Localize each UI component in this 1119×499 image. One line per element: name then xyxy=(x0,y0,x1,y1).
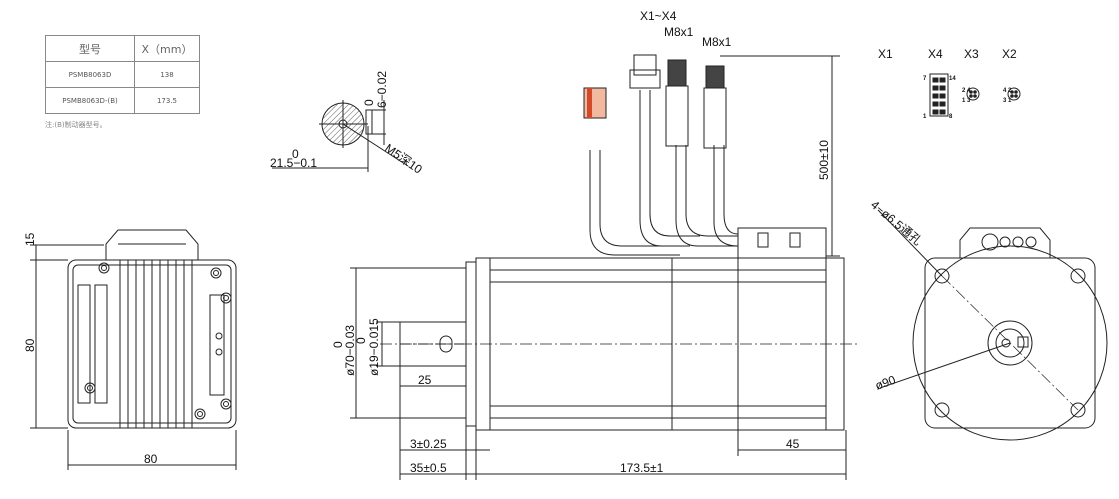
end-view xyxy=(30,229,237,470)
shaft-tol-upper: 0 xyxy=(362,99,376,106)
front-pcd-label: ø90 xyxy=(873,372,898,392)
x4-label: X4 xyxy=(928,47,943,61)
spec-table: 型号 X（mm） PSMB8063D 138 PSMB8063D-(B) 173… xyxy=(45,35,200,114)
x1-label: X1 xyxy=(878,47,893,61)
end-height-80: 80 xyxy=(23,338,37,352)
dia70-lower: ø70−0.03 xyxy=(343,325,357,376)
row-x: 173.5 xyxy=(134,87,200,114)
x2-pins-top: 4 2 xyxy=(1003,88,1012,94)
cable-length: 500±10 xyxy=(817,140,831,180)
dia19-lower: ø19−0.015 xyxy=(367,318,381,376)
x3-pins-top: 2 4 xyxy=(962,88,971,94)
spec-table-header: 型号 X（mm） xyxy=(45,35,200,62)
end-width-80: 80 xyxy=(144,452,158,466)
connector-range-label: X1~X4 xyxy=(640,9,677,23)
front-holes-label: 4−ø6.5通孔 xyxy=(868,198,924,248)
header-model: 型号 xyxy=(45,35,135,62)
flange-3: 3±0.25 xyxy=(410,437,447,451)
x4-connector-icon xyxy=(929,73,949,117)
thread-label: M5深10 xyxy=(382,141,425,177)
x3-connector-icon xyxy=(966,87,980,101)
spec-table-row: PSMB8063D-(B) 173.5 xyxy=(45,87,200,114)
front-view xyxy=(877,209,1108,441)
x2-connector-icon xyxy=(1007,87,1021,101)
spec-note: 注:(B)制动器型号。 xyxy=(45,121,107,129)
total-length: 173.5±1 xyxy=(620,461,664,475)
x3-label: X3 xyxy=(964,47,979,61)
side-view xyxy=(350,54,860,480)
pin-1: 1 xyxy=(923,114,927,120)
header-x-mm: X（mm） xyxy=(134,35,200,62)
dia70-upper: 0 xyxy=(331,341,345,348)
x3-pins-bottom: 1 3 xyxy=(962,98,971,104)
x2-pins-bottom: 3 1 xyxy=(1003,98,1012,104)
cable1-label: M8x1 xyxy=(664,25,694,39)
pin-14: 14 xyxy=(949,76,956,82)
cable2-label: M8x1 xyxy=(702,35,732,49)
dia19-upper: 0 xyxy=(354,337,368,344)
shaft-tol-lower: 6−0.02 xyxy=(375,71,389,108)
x2-label: X2 xyxy=(1002,47,1017,61)
pin-7: 7 xyxy=(923,76,927,82)
shaft-length-25: 25 xyxy=(418,373,432,387)
rear-45: 45 xyxy=(786,437,800,451)
end-height-15: 15 xyxy=(23,232,37,246)
shaft-dia-upper: 0 xyxy=(292,147,299,161)
shaft-35: 35±0.5 xyxy=(410,461,447,475)
shaft-dia-lower: 21.5−0.1 xyxy=(270,156,317,170)
shaft-section xyxy=(272,100,409,172)
pin-8: 8 xyxy=(949,114,953,120)
